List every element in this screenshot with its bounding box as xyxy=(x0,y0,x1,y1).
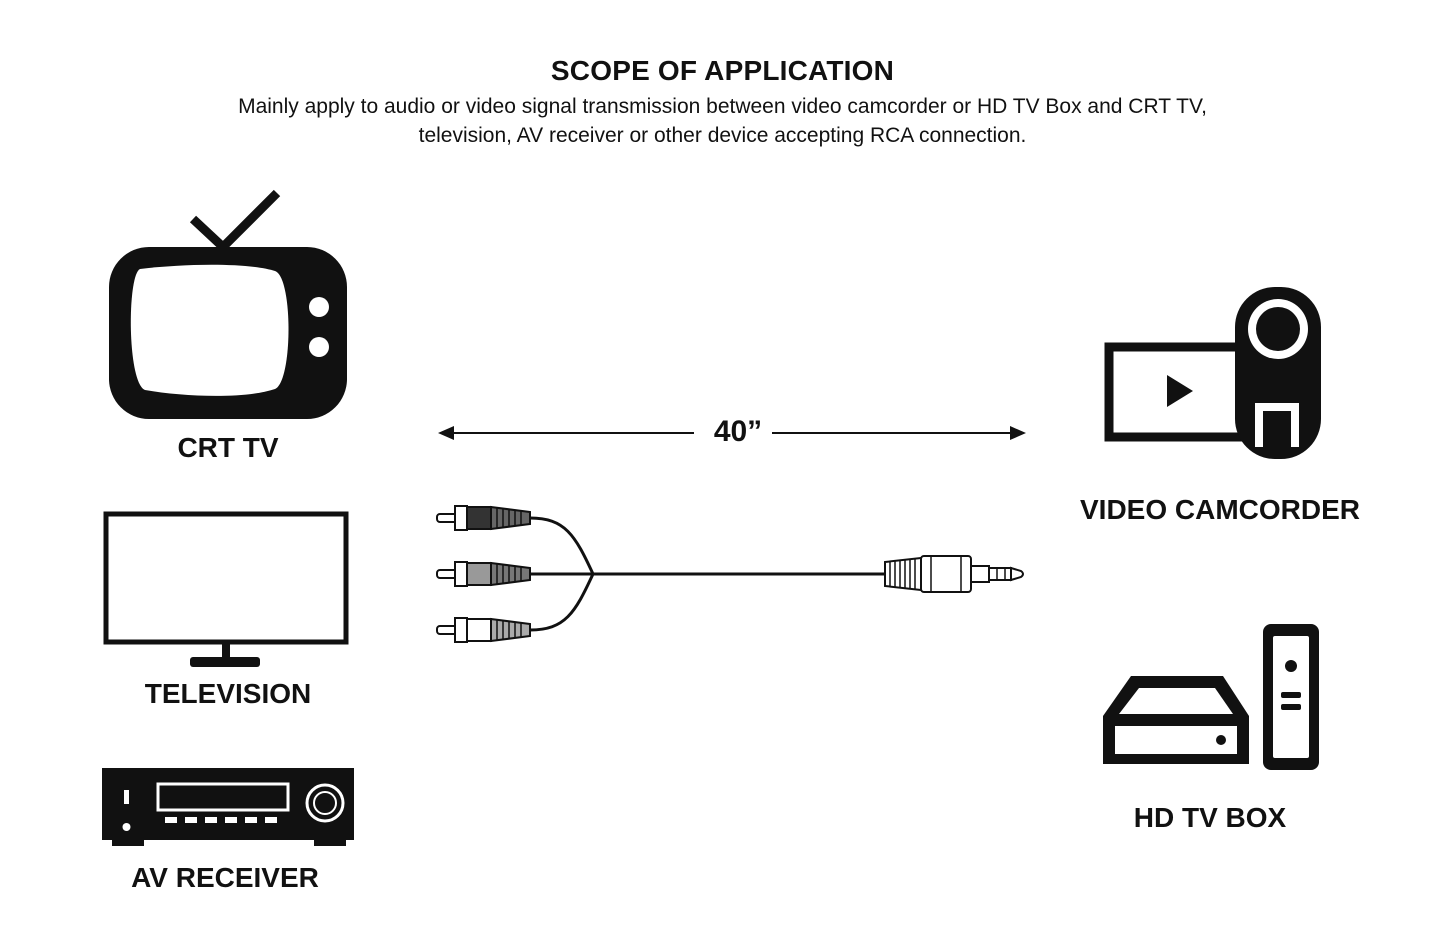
rca-cable-illustration xyxy=(436,505,1024,643)
rca-plug-3 xyxy=(436,617,531,643)
description-line-2: television, AV receiver or other device … xyxy=(418,124,1027,147)
television-icon xyxy=(103,511,349,667)
cable-length-label: 40” xyxy=(713,415,763,448)
av-receiver-label: AV RECEIVER xyxy=(131,862,319,893)
crt-tv-icon xyxy=(109,189,347,419)
stereo-plug-3-5mm xyxy=(884,555,1024,593)
rca-plug-2 xyxy=(436,561,531,587)
page-title: SCOPE OF APPLICATION xyxy=(550,55,895,86)
crt-tv-label: CRT TV xyxy=(177,432,279,463)
video-camcorder-label: VIDEO CAMCORDER xyxy=(1079,494,1360,525)
description-line-1: Mainly apply to audio or video signal tr… xyxy=(238,95,1207,118)
rca-plug-1 xyxy=(436,505,531,531)
hd-tv-box-icon xyxy=(1103,624,1319,770)
av-receiver-icon xyxy=(102,768,354,846)
video-camcorder-icon xyxy=(1104,287,1321,459)
length-dimension-arrow xyxy=(438,426,1026,440)
television-label: TELEVISION xyxy=(144,678,312,709)
hd-tv-box-label: HD TV BOX xyxy=(1133,802,1287,833)
